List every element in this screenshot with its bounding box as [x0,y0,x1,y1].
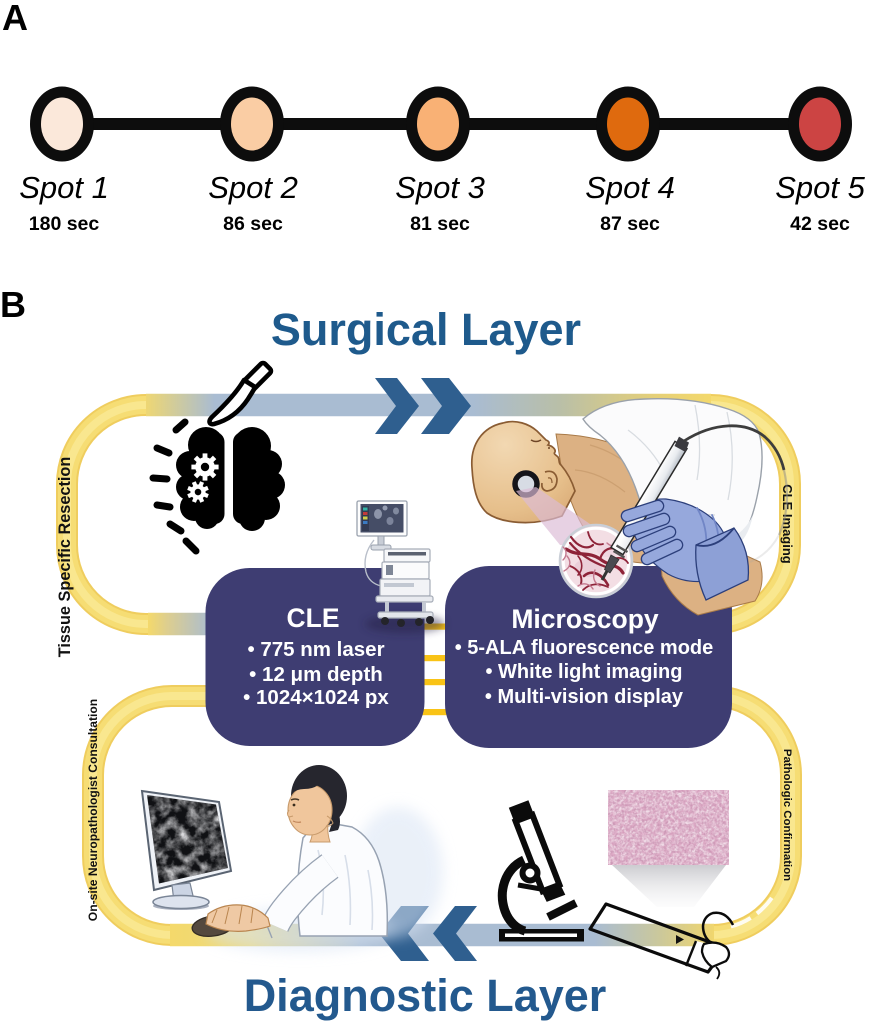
svg-text:• 5-ALA fluorescence mode: • 5-ALA fluorescence mode [455,637,714,659]
svg-text:42 sec: 42 sec [790,213,850,235]
svg-text:Tissue Specific Resection: Tissue Specific Resection [56,457,74,658]
svg-text:B: B [0,284,26,325]
svg-text:81 sec: 81 sec [410,213,470,235]
svg-text:On-site Neuropathologist Consu: On-site Neuropathologist Consultation [86,699,100,921]
svg-text:Spot 4: Spot 4 [585,170,675,205]
svg-text:Pathologic Confirmation: Pathologic Confirmation [781,749,793,881]
svg-text:• 775 nm laser: • 775 nm laser [247,638,384,661]
svg-text:Spot 3: Spot 3 [395,170,485,205]
svg-text:86 sec: 86 sec [223,213,283,235]
svg-text:Spot 1: Spot 1 [19,170,109,205]
svg-text:• 1024×1024 px: • 1024×1024 px [243,686,389,709]
svg-text:• White light imaging: • White light imaging [486,661,683,683]
svg-text:CLE Imaging: CLE Imaging [780,484,795,564]
svg-text:Microscopy: Microscopy [511,604,659,634]
svg-text:• 12 μm depth: • 12 μm depth [249,663,383,686]
svg-text:180 sec: 180 sec [29,213,100,235]
svg-text:CLE: CLE [287,603,340,633]
svg-text:Surgical Layer: Surgical Layer [271,304,581,355]
svg-text:87 sec: 87 sec [600,213,660,235]
svg-text:• Multi-vision display: • Multi-vision display [485,686,684,708]
svg-text:Diagnostic Layer: Diagnostic Layer [244,970,607,1021]
svg-text:Spot 2: Spot 2 [208,170,298,205]
svg-text:A: A [2,0,28,38]
svg-text:Spot 5: Spot 5 [775,170,865,205]
